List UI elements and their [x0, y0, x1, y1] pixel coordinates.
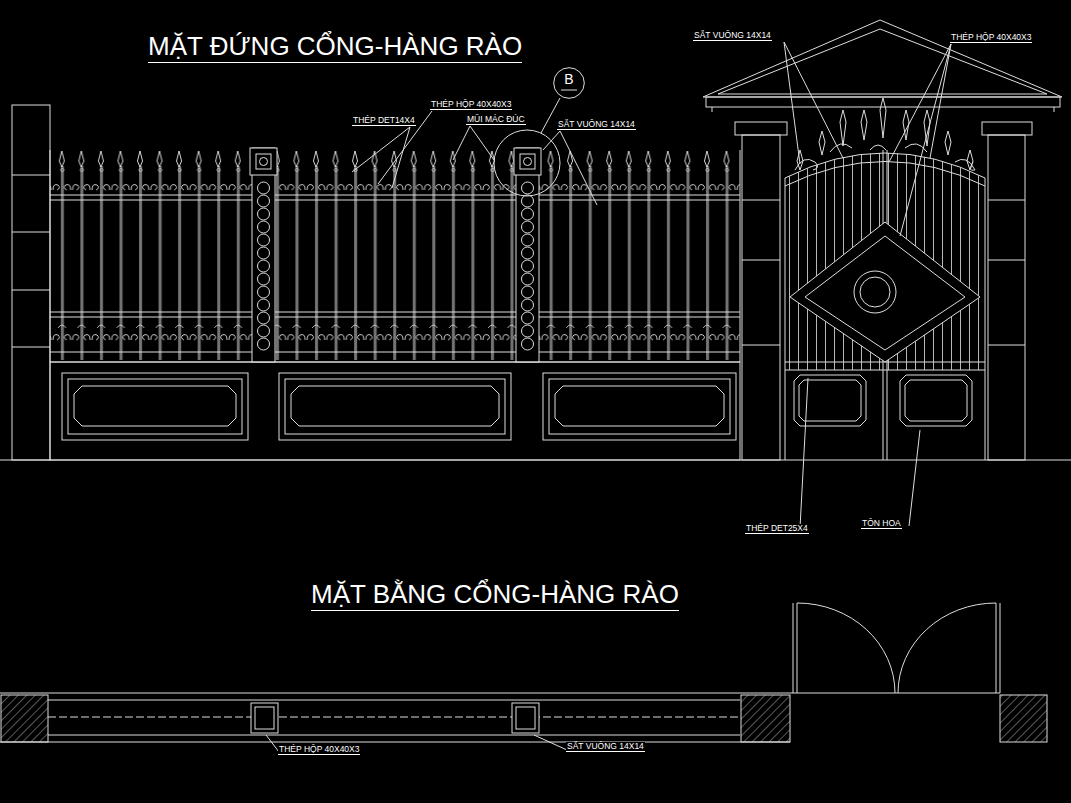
material-label: THÉP HỘP 40X40X3 — [950, 33, 1032, 43]
material-label: THÉP DET25X4 — [745, 524, 809, 534]
material-label: MŨI MÁC ĐÚC — [466, 115, 526, 125]
material-label: SẮT VUÔNG 14X14 — [557, 120, 636, 130]
section-marker: B — [553, 67, 585, 99]
material-label: SẮT VUÔNG 14X14 — [693, 31, 772, 41]
marker-letter: B — [553, 67, 585, 86]
material-label: THÉP HỘP 40X40X3 — [430, 100, 512, 110]
view-title: MẶT BẰNG CỔNG-HÀNG RÀO — [311, 580, 679, 611]
view-title: MẶT ĐỨNG CỔNG-HÀNG RÀO — [148, 32, 522, 63]
material-label: THÉP HỘP 40X40X3 — [278, 745, 360, 755]
material-label: TÔN HOA — [861, 519, 902, 529]
material-label: SẮT VUÔNG 14X14 — [566, 742, 645, 752]
material-label: THÉP DET14X4 — [352, 116, 416, 126]
